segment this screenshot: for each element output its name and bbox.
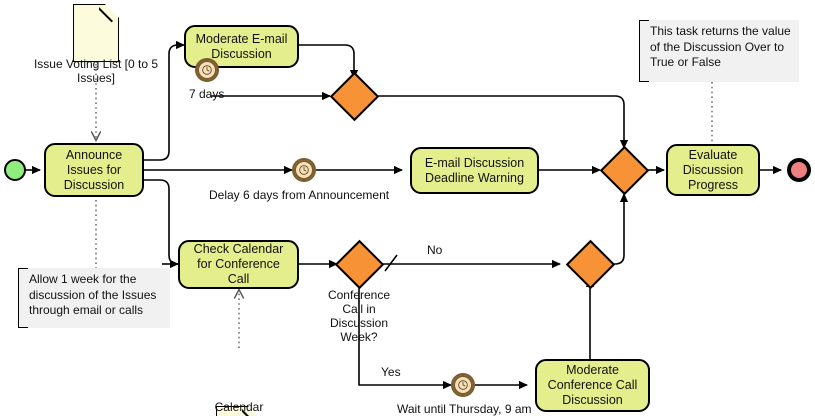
- annotation-allow-one-week: Allow 1 week for the discussion of the I…: [18, 268, 170, 328]
- gateway-main-merge[interactable]: [599, 145, 649, 195]
- flow-label-yes: Yes: [381, 365, 401, 379]
- task-moderate-email-discussion[interactable]: Moderate E-mail Discussion: [184, 25, 299, 68]
- end-event[interactable]: [787, 158, 811, 182]
- annotation-bracket-icon: [639, 20, 649, 82]
- task-moderate-conference-call-discussion[interactable]: Moderate Conference Call Discussion: [535, 359, 650, 412]
- annotation-returns-value-text: This task returns the value of the Discu…: [650, 24, 791, 69]
- clock-icon: [458, 380, 468, 390]
- flow-bottom-gateway-to-main-gateway: [604, 193, 629, 265]
- data-object-calendar-label: Calendar: [214, 400, 264, 414]
- clock-icon: [299, 165, 309, 175]
- flow-yes-to-thursday-timer: [358, 286, 452, 390]
- annotation-returns-value: This task returns the value of the Discu…: [639, 20, 799, 82]
- task-email-discussion-deadline-warning[interactable]: E-mail Discussion Deadline Warning: [410, 147, 539, 194]
- task-evaluate-discussion-progress[interactable]: Evaluate Discussion Progress: [666, 144, 760, 196]
- gateway-diamond-icon: [334, 239, 384, 289]
- flow-announce-to-moderate-email: [144, 40, 185, 161]
- timer-inner-ring-icon: [197, 60, 217, 80]
- gateway-diamond-icon: [565, 239, 615, 289]
- intermediate-timer-event-wait-thursday[interactable]: [451, 373, 475, 397]
- gateway-bottom-merge[interactable]: [565, 239, 615, 289]
- default-flow-marker: [384, 254, 398, 272]
- label-wait-until-thursday: Wait until Thursday, 9 am: [397, 402, 532, 416]
- flow-label-no: No: [427, 243, 443, 257]
- data-object-calendar[interactable]: [216, 405, 263, 416]
- task-check-calendar-for-conference-call[interactable]: Check Calendar for Conference Call: [178, 240, 299, 289]
- gateway-conference-call-decision[interactable]: [334, 239, 384, 289]
- intermediate-timer-event-delay-6-days[interactable]: [292, 158, 316, 182]
- task-announce-issues-for-discussion[interactable]: Announce Issues for Discussion: [44, 143, 144, 197]
- annotation-bracket-icon: [18, 268, 28, 328]
- page-fold-line-icon: [99, 4, 120, 25]
- clock-icon: [202, 65, 212, 75]
- boundary-timer-event-7-days[interactable]: [195, 58, 219, 82]
- label-7-days: 7 days: [189, 87, 225, 101]
- flow-top-gateway-to-main-gateway: [378, 95, 629, 149]
- start-event[interactable]: [4, 159, 26, 181]
- timer-inner-ring-icon: [453, 375, 473, 395]
- gateway-conference-call-decision-label: Conference Call in Discussion Week?: [327, 288, 391, 344]
- label-delay-6-days: Delay 6 days from Announcement: [209, 188, 390, 202]
- annotation-allow-one-week-text: Allow 1 week for the discussion of the I…: [29, 272, 157, 317]
- data-object-issue-voting-list-label: Issue Voting List [0 to 5 Issues]: [33, 57, 159, 85]
- gateway-diamond-icon: [599, 145, 649, 195]
- timer-inner-ring-icon: [294, 160, 314, 180]
- gateway-top-merge[interactable]: [329, 71, 379, 121]
- flow-moderate-email-to-top-gateway: [299, 44, 359, 79]
- data-object-issue-voting-list[interactable]: [73, 3, 120, 62]
- gateway-diamond-icon: [329, 71, 379, 121]
- flow-announce-to-check-calendar-seg: [144, 179, 179, 265]
